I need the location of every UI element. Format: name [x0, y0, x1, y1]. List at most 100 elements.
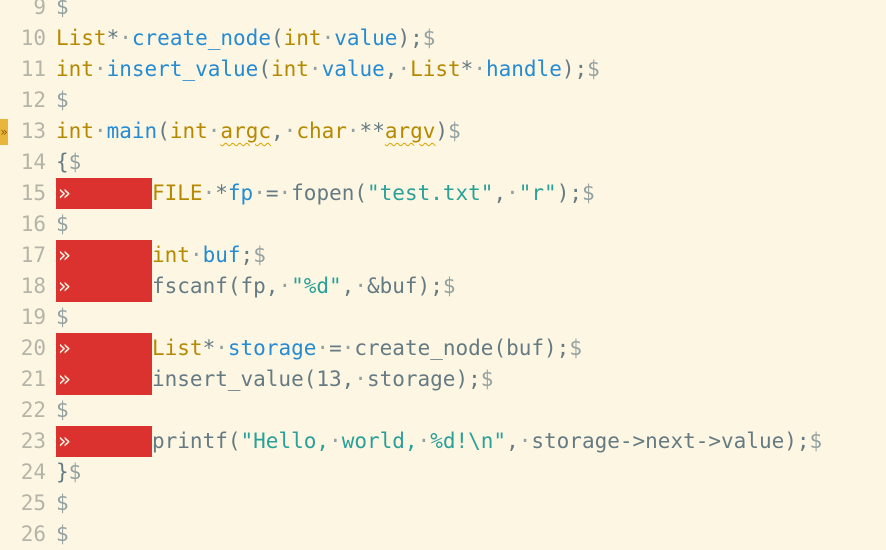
line-code[interactable]: »int·buf;$: [56, 240, 266, 271]
line-number: 23: [20, 429, 46, 453]
code-token: ·: [329, 429, 342, 453]
code-token: ,: [384, 57, 398, 81]
code-token: value: [334, 26, 398, 50]
code-token: create_node(buf);: [354, 336, 570, 360]
code-token: fp: [227, 181, 254, 205]
code-token: ·: [253, 181, 266, 205]
code-line[interactable]: 23 »printf("Hello,·world,·%d!\n",·storage…: [0, 426, 886, 457]
code-line[interactable]: 17»int·buf;$: [0, 240, 886, 271]
code-token: $: [442, 274, 456, 298]
code-token: $: [480, 367, 494, 391]
code-token: List: [410, 57, 461, 81]
tab-indent-marker: »: [56, 271, 152, 302]
line-code[interactable]: int·main(int·argc,·char·**argv)$: [56, 116, 461, 147]
code-line[interactable]: 12$: [0, 85, 886, 116]
code-token: main: [106, 119, 158, 143]
line-number: 20: [20, 336, 46, 360]
code-token: ·: [308, 57, 322, 81]
line-code[interactable]: List*·create_node(int·value);$: [56, 23, 435, 54]
code-line[interactable]: 16$: [0, 209, 886, 240]
code-token: world,: [341, 429, 418, 453]
code-token: ;: [240, 243, 254, 267]
code-token: $: [68, 460, 82, 484]
code-line[interactable]: 21»insert_value(13,·storage);$: [0, 364, 886, 395]
line-code[interactable]: $: [56, 488, 69, 519]
code-token: create_node: [131, 26, 271, 50]
code-line[interactable]: 26$: [0, 519, 886, 550]
code-line[interactable]: 24 }$: [0, 457, 886, 488]
code-token: ,: [271, 119, 284, 143]
line-code[interactable]: $: [56, 395, 69, 426]
code-token: );: [397, 26, 423, 50]
code-token: ·: [518, 429, 532, 453]
line-code[interactable]: {$: [56, 147, 81, 178]
line-number: 9: [33, 0, 46, 19]
code-token: ·: [417, 429, 431, 453]
code-line[interactable]: 15»FILE·*fp·=·fopen("test.txt",·"r");$: [0, 178, 886, 209]
code-token: "%d": [291, 274, 342, 298]
code-line[interactable]: 20»List*·storage·=·create_node(buf);$: [0, 333, 886, 364]
code-token: storage);: [366, 367, 481, 391]
code-line[interactable]: 25 $: [0, 488, 886, 519]
code-token: $: [56, 212, 69, 236]
code-token: "test.txt": [367, 181, 494, 205]
line-code[interactable]: »FILE·*fp·=·fopen("test.txt",·"r");$: [56, 178, 595, 209]
line-code[interactable]: $: [56, 209, 69, 240]
code-token: int: [56, 57, 94, 81]
line-code[interactable]: »fscanf(fp,·"%d",·&buf);$: [56, 271, 456, 302]
line-code[interactable]: »printf("Hello,·world,·%d!\n",·storage->…: [56, 426, 822, 457]
line-number: 10: [20, 26, 46, 50]
code-token: List: [152, 336, 203, 360]
code-token: $: [68, 150, 82, 174]
line-number: 13: [20, 119, 46, 143]
line-code[interactable]: »insert_value(13,·storage);$: [56, 364, 493, 395]
code-token: $: [253, 243, 266, 267]
code-line[interactable]: 14{$: [0, 147, 886, 178]
line-code[interactable]: $: [56, 519, 69, 550]
code-token: fscanf(fp,: [152, 274, 279, 298]
code-token: List: [56, 26, 107, 50]
code-token: storage: [227, 336, 317, 360]
code-line[interactable]: 18 »fscanf(fp,·"%d",·&buf);$: [0, 271, 886, 302]
code-token: ·: [506, 181, 519, 205]
line-code[interactable]: $: [56, 302, 69, 333]
code-token: ·: [346, 119, 360, 143]
tab-indent-marker: »: [56, 240, 152, 271]
code-line[interactable]: 9$: [0, 0, 886, 23]
code-token: ·: [207, 119, 221, 143]
code-token: $: [422, 26, 436, 50]
line-code[interactable]: »List*·storage·=·create_node(buf);$: [56, 333, 582, 364]
code-token: {: [56, 150, 69, 174]
code-line[interactable]: 19$: [0, 302, 886, 333]
code-token: ·: [215, 336, 228, 360]
double-chevron-right-icon[interactable]: »: [0, 119, 8, 145]
code-line[interactable]: 22$: [0, 395, 886, 426]
code-token: insert_value(13,: [152, 367, 355, 391]
code-token: $: [56, 522, 69, 546]
line-number: 18: [20, 274, 46, 298]
code-token: =: [265, 181, 279, 205]
line-code[interactable]: $: [56, 0, 69, 23]
line-code[interactable]: int·insert_value(int·value,·List*·handle…: [56, 54, 600, 85]
line-number: 24: [20, 460, 46, 484]
code-token: int: [283, 26, 322, 50]
code-token: =: [329, 336, 342, 360]
line-number: 25: [20, 491, 46, 515]
code-token: insert_value: [106, 57, 259, 81]
tab-indent-marker: »: [56, 178, 152, 209]
code-token: ·: [93, 57, 107, 81]
code-token: $: [56, 0, 69, 19]
code-token: $: [809, 429, 823, 453]
code-token: $: [448, 119, 461, 143]
code-line[interactable]: 10 List*·create_node(int·value);$: [0, 23, 886, 54]
code-token: (: [258, 57, 271, 81]
code-token: value: [321, 57, 385, 81]
code-token: $: [56, 491, 69, 515]
code-token: *: [202, 336, 216, 360]
code-token: FILE: [152, 181, 203, 205]
line-code[interactable]: }$: [56, 457, 81, 488]
line-code[interactable]: $: [56, 85, 69, 116]
